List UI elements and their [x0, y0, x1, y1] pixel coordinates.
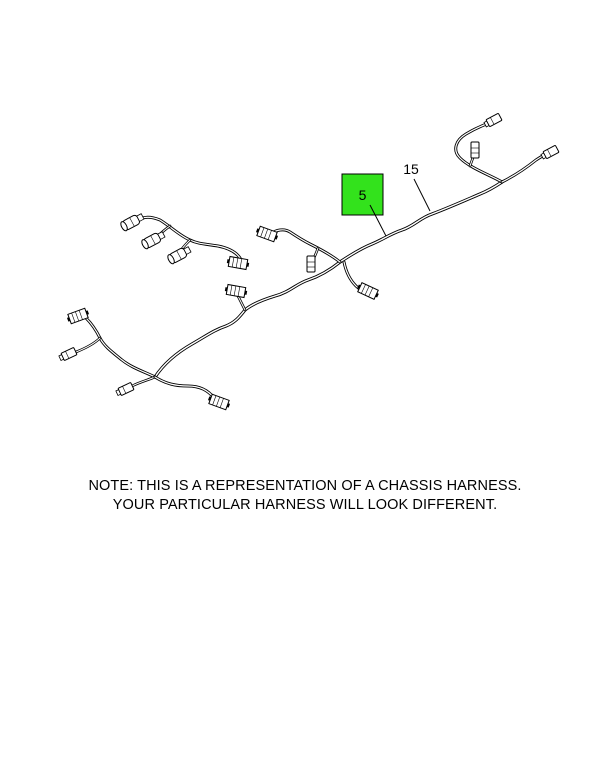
connector-icon: [482, 112, 503, 129]
connector-icon: [225, 255, 251, 271]
branch-lower-left: [84, 316, 157, 379]
branch-lower-right: [153, 375, 216, 400]
connector-icon: [114, 381, 135, 398]
connector-icon: [165, 244, 193, 266]
connector-icon: [139, 229, 167, 251]
connector-icon: [355, 281, 381, 301]
callout-15-label: 15: [403, 161, 419, 177]
harness-note: NOTE: THIS IS A REPRESENTATION OF A CHAS…: [0, 477, 610, 515]
connector-icon: [65, 307, 91, 325]
callout-5: 5: [341, 173, 387, 237]
connector-icon: [118, 211, 146, 233]
branch-mid-upper: [268, 228, 342, 264]
connector-icon: [57, 346, 78, 363]
connector-icon: [470, 141, 480, 159]
note-line-2: YOUR PARTICULAR HARNESS WILL LOOK DIFFER…: [112, 497, 498, 513]
connector-icon: [306, 255, 316, 273]
callout-15: 15: [403, 161, 431, 212]
connector-icon: [539, 144, 560, 161]
callout-5-highlight-box: [341, 173, 384, 216]
main-trunk: [153, 180, 504, 379]
note-line-1: NOTE: THIS IS A REPRESENTATION OF A CHAS…: [88, 478, 522, 494]
callout-15-leader: [413, 178, 431, 212]
callout-5-label: 5: [359, 187, 367, 203]
connector-icon: [254, 225, 280, 243]
callout-5-leader: [369, 204, 387, 237]
connector-icon: [223, 283, 249, 299]
